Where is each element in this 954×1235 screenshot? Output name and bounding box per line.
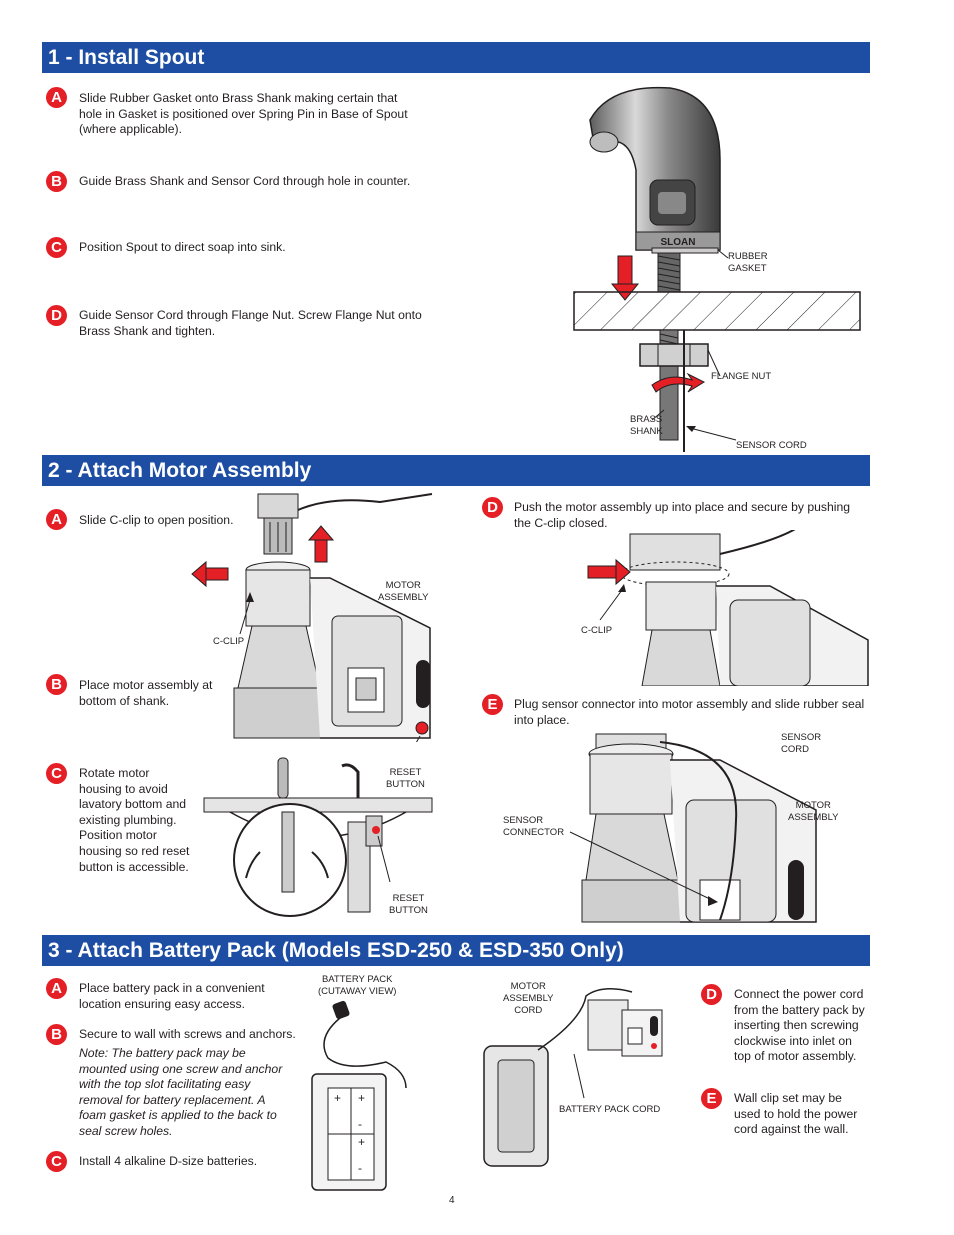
step-badge-2b: B bbox=[46, 674, 67, 695]
step-badge-3b: B bbox=[46, 1024, 67, 1045]
label-reset-button-c2: RESET BUTTON bbox=[389, 893, 428, 916]
battery-plus-1: + bbox=[334, 1091, 341, 1105]
label-sensor-cord-1: SENSOR CORD bbox=[736, 440, 807, 451]
note-label: Note: bbox=[79, 1046, 109, 1060]
label-motor-assembly-a: MOTOR ASSEMBLY bbox=[378, 580, 429, 603]
step-2d-text: Push the motor assembly up into place an… bbox=[514, 500, 851, 530]
step-1b-text: Guide Brass Shank and Sensor Cord throug… bbox=[79, 174, 411, 188]
brand-mark: SLOAN bbox=[661, 237, 696, 248]
battery-plus-3: + bbox=[358, 1135, 365, 1149]
step-2a-text: Slide C-clip to open position. bbox=[79, 513, 234, 527]
step-3b-text: Secure to wall with screws and anchors. bbox=[79, 1027, 296, 1041]
label-rubber-gasket: RUBBER GASKET bbox=[728, 251, 768, 274]
label-motor-assembly-e: MOTOR ASSEMBLY bbox=[788, 800, 839, 823]
step-badge-1b: B bbox=[46, 171, 67, 192]
section-1-header: 1 - Install Spout bbox=[42, 42, 870, 73]
label-battery-pack-cutaway: BATTERY PACK (CUTAWAY VIEW) bbox=[318, 974, 397, 997]
label-sensor-connector: SENSOR CONNECTOR bbox=[503, 815, 565, 838]
step-badge-3d: D bbox=[701, 984, 722, 1005]
spout-install-illustration: SLOAN bbox=[573, 86, 861, 452]
battery-minus-2: - bbox=[358, 1161, 362, 1175]
step-badge-1c: C bbox=[46, 237, 67, 258]
step-badge-2d: D bbox=[482, 497, 503, 518]
battery-minus-1: - bbox=[358, 1117, 362, 1131]
label-flange-nut: FLANGE NUT bbox=[711, 371, 772, 382]
step-1a-text: Slide Rubber Gasket onto Brass Shank mak… bbox=[79, 91, 408, 137]
section-3-header: 3 - Attach Battery Pack (Models ESD-250 … bbox=[42, 935, 870, 966]
label-reset-button-c1: RESET BUTTON bbox=[386, 767, 425, 790]
battery-plus-2: + bbox=[358, 1091, 365, 1105]
note-text: The battery pack may be mounted using on… bbox=[79, 1046, 283, 1138]
step-badge-2c: C bbox=[46, 763, 67, 784]
step-badge-2a: A bbox=[46, 509, 67, 530]
step-1c-text: Position Spout to direct soap into sink. bbox=[79, 240, 286, 254]
step-3d-text: Connect the power cord from the battery … bbox=[734, 987, 865, 1064]
label-c-clip-a: C-CLIP bbox=[213, 636, 245, 647]
step-badge-3c: C bbox=[46, 1151, 67, 1172]
battery-pack-cutaway-illustration: + + - + - bbox=[311, 1000, 407, 1191]
step-2b-text: Place motor assembly at bottom of shank. bbox=[79, 678, 213, 708]
step-1d-text: Guide Sensor Cord through Flange Nut. Sc… bbox=[79, 308, 422, 338]
step-badge-1d: D bbox=[46, 305, 67, 326]
step-badge-2e: E bbox=[482, 694, 503, 715]
step-2e-text: Plug sensor connector into motor assembl… bbox=[514, 697, 865, 727]
step-3b-note: Note: The battery pack may be mounted us… bbox=[79, 1046, 291, 1140]
motor-assembly-illustration-d bbox=[587, 530, 869, 686]
under-sink-illustration bbox=[203, 757, 433, 917]
step-2c-text: Rotate motor housing to avoid lavatory b… bbox=[79, 766, 190, 874]
battery-pack-connection-illustration bbox=[483, 988, 663, 1167]
sensor-connector-illustration bbox=[569, 733, 817, 923]
step-badge-3e: E bbox=[701, 1088, 722, 1109]
section-2-header: 2 - Attach Motor Assembly bbox=[42, 455, 870, 486]
step-badge-1a: A bbox=[46, 87, 67, 108]
step-3a-text: Place battery pack in a convenient locat… bbox=[79, 981, 265, 1011]
step-3e-text: Wall clip set may be used to hold the po… bbox=[734, 1091, 858, 1137]
motor-assembly-illustration-a bbox=[191, 493, 433, 742]
step-badge-3a: A bbox=[46, 978, 67, 999]
label-brass-shank: BRASS SHANK bbox=[630, 414, 663, 437]
label-motor-assembly-cord: MOTOR ASSEMBLY CORD bbox=[503, 981, 554, 1016]
label-sensor-cord-2: SENSOR CORD bbox=[781, 732, 822, 755]
label-battery-pack-cord: BATTERY PACK CORD bbox=[559, 1104, 661, 1115]
label-c-clip-d: C-CLIP bbox=[581, 625, 613, 636]
step-3c-text: Install 4 alkaline D-size batteries. bbox=[79, 1154, 258, 1168]
page-number: 4 bbox=[449, 1195, 455, 1206]
